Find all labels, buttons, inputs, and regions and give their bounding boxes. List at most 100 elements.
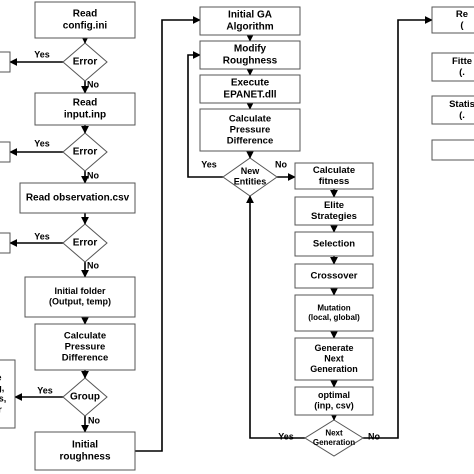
node-read-obs: Read observation.csv: [19, 182, 136, 214]
edge-label-yes3: Yes: [34, 231, 50, 241]
decision-diamond: [62, 377, 108, 417]
node-label: Read: [73, 9, 97, 20]
node-left-write: teng,ess,er: [0, 359, 16, 429]
node-label: Roughness: [223, 56, 278, 67]
process-box: [199, 74, 301, 104]
node-label: fitness: [319, 176, 350, 187]
node-label: te: [0, 372, 2, 382]
process-box: [24, 276, 136, 318]
edge-label-yes-group: Yes: [37, 385, 53, 395]
node-mutation: Mutation(local, global): [294, 294, 374, 332]
node-label: (Output, temp): [49, 297, 111, 307]
node-label: ng,: [0, 383, 4, 393]
process-box: [199, 108, 301, 152]
node-label: Initial: [72, 440, 98, 451]
process-box: [294, 337, 374, 381]
node-right4: [431, 139, 474, 161]
node-label: Modify: [234, 44, 267, 55]
node-label: (.: [459, 67, 465, 78]
node-label: EPANET.dll: [223, 90, 276, 101]
edge-label-yes-next: Yes: [278, 431, 294, 441]
process-box: [431, 6, 474, 34]
node-label: Re: [456, 9, 468, 20]
process-box: [294, 162, 374, 190]
node-label: input.inp: [64, 110, 106, 121]
flow-arrow: [187, 51, 223, 178]
node-label: Generation: [313, 438, 355, 447]
flow-arrow: [363, 16, 433, 439]
edge-label-no3: No: [87, 260, 99, 270]
node-label: config.ini: [63, 21, 108, 32]
node-label: Mutation: [317, 303, 350, 312]
node-label: ess,: [0, 394, 6, 404]
decision-diamond: [304, 419, 364, 457]
node-label: Calculate: [64, 330, 106, 341]
process-box: [294, 196, 374, 226]
node-label: Next: [325, 428, 343, 437]
process-box: [0, 359, 16, 429]
node-label: Difference: [227, 136, 273, 147]
node-left2: k: [0, 141, 11, 163]
node-label: Entities: [234, 177, 267, 187]
node-label: Initial GA: [228, 10, 272, 21]
node-err2: Error: [62, 132, 108, 172]
process-box: [431, 139, 474, 161]
node-label: Algorithm: [226, 22, 273, 33]
node-optimal: optimal(inp, csv): [294, 386, 374, 416]
edge-label-yes2: Yes: [34, 138, 50, 148]
node-label: Error: [73, 238, 98, 249]
node-group: Group: [62, 377, 108, 417]
node-label: Difference: [62, 353, 108, 364]
process-box: [34, 431, 136, 471]
node-crossover: Crossover: [294, 263, 374, 289]
node-label: (.: [459, 110, 465, 121]
node-label: Group: [70, 392, 100, 403]
process-box: [294, 231, 374, 257]
flow-connectors: [9, 16, 433, 452]
node-label: New: [241, 166, 261, 176]
decision-diamond: [222, 157, 278, 197]
process-box: [294, 386, 374, 416]
node-label: Next: [324, 353, 344, 363]
node-selection: Selection: [294, 231, 374, 257]
process-box: [294, 294, 374, 332]
node-label: Generation: [310, 364, 358, 374]
node-label: Fitte: [452, 56, 472, 67]
node-label: (inp, csv): [314, 401, 354, 411]
node-right3: Statis(.: [431, 95, 474, 125]
decision-diamond: [62, 42, 108, 82]
flow-arrow: [135, 16, 201, 452]
node-label: Statis: [449, 99, 474, 110]
process-box: [34, 1, 136, 39]
node-label: (: [460, 20, 464, 31]
node-left3: k: [0, 232, 11, 254]
node-label: Crossover: [311, 271, 358, 282]
node-label: er: [0, 404, 2, 414]
node-err1: Error: [62, 42, 108, 82]
process-box: [0, 232, 11, 254]
process-box: [0, 51, 11, 73]
node-init-folder: Initial folder(Output, temp): [24, 276, 136, 318]
node-label: Execute: [231, 78, 270, 89]
node-label: Pressure: [230, 125, 271, 136]
node-label: Initial folder: [54, 286, 106, 296]
flow-arrow: [246, 195, 305, 439]
node-left1: k: [0, 51, 11, 73]
node-label: Elite: [324, 200, 344, 211]
edge-label-yes1: Yes: [34, 49, 50, 59]
node-label: Generate: [314, 343, 353, 353]
edge-label-no-next: No: [368, 431, 380, 441]
